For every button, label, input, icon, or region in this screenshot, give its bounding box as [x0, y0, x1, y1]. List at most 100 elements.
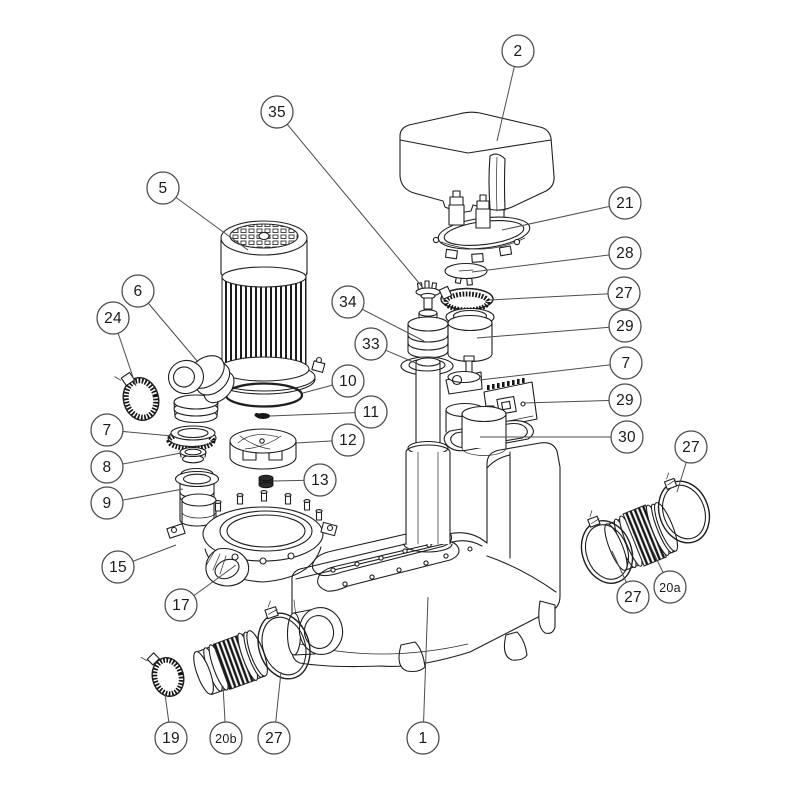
callout-balloon-1	[406, 721, 440, 755]
callout-label-28: 28	[616, 245, 634, 262]
leader-line-29	[476, 325, 626, 339]
leader-line-5	[162, 187, 249, 251]
callout-balloons: 2355624212827297293027343310111213789151…	[90, 34, 708, 755]
callout-label-27: 27	[624, 589, 642, 606]
part-grinder-cap-7	[166, 425, 217, 451]
part-hose-20a	[604, 502, 679, 571]
callout-balloon-27	[616, 580, 650, 614]
callout-label-27: 27	[265, 730, 283, 747]
callout-label-29: 29	[616, 318, 634, 335]
part-vent-valve-35	[415, 280, 441, 314]
part-vent-pipe	[403, 357, 453, 553]
tank-foot	[398, 641, 426, 673]
callout-balloon-29	[608, 383, 642, 417]
callout-label-35: 35	[268, 104, 286, 121]
callout-label-9: 9	[103, 495, 112, 512]
leader-line-35	[276, 111, 425, 290]
callout-label-24: 24	[104, 310, 122, 327]
part-motor	[202, 220, 326, 395]
callout-label-34: 34	[339, 294, 357, 311]
part-clamp-19	[140, 652, 185, 697]
leader-line-11	[269, 411, 372, 417]
part-clamp-27-filter	[432, 285, 494, 313]
callout-balloon-33	[354, 327, 388, 361]
part-clamp-27-outlet	[257, 600, 311, 680]
callout-balloon-15	[101, 550, 135, 584]
part-clamp-27-right-inner	[580, 510, 634, 584]
tank-foot	[503, 631, 528, 661]
part-cap-28	[444, 262, 488, 286]
callout-balloon-35	[260, 95, 294, 129]
part-nut-13	[258, 474, 274, 489]
callout-balloon-11	[354, 395, 388, 429]
callout-balloon-24	[96, 301, 130, 335]
callout-label-19: 19	[162, 730, 180, 747]
leader-line-28	[471, 252, 626, 273]
part-carbon-filter-29	[445, 307, 495, 363]
callout-balloon-13	[303, 463, 337, 497]
callout-balloon-20a	[653, 570, 687, 604]
callout-label-33: 33	[362, 336, 380, 353]
callout-balloon-34	[331, 285, 365, 319]
tank-foot	[538, 600, 556, 634]
callout-label-7: 7	[103, 422, 112, 439]
part-seal-ring-8	[179, 446, 207, 464]
part-elbow	[167, 355, 235, 424]
callout-balloon-27	[607, 276, 641, 310]
callout-balloon-19	[154, 721, 188, 755]
callout-label-13: 13	[311, 472, 329, 489]
part-outlet-elbow-17	[205, 547, 250, 587]
tank-inlet-port	[286, 607, 344, 656]
callout-label-30: 30	[618, 429, 636, 446]
part-pin-11	[254, 413, 270, 419]
callout-balloon-27	[674, 430, 708, 464]
part-pump-housing	[166, 490, 338, 587]
callout-label-6: 6	[134, 283, 143, 300]
callout-label-15: 15	[109, 559, 127, 576]
part-terminal-lid	[432, 190, 531, 263]
part-sleeve-34	[407, 309, 449, 359]
callout-label-20b: 20b	[215, 732, 237, 746]
part-clamp-27-right-outer	[657, 472, 711, 544]
callout-balloon-5	[146, 171, 180, 205]
callout-balloon-27	[257, 721, 291, 755]
callout-balloon-17	[164, 588, 198, 622]
callout-label-27: 27	[682, 439, 700, 456]
callout-label-27: 27	[615, 285, 633, 302]
callout-label-10: 10	[339, 373, 357, 390]
callout-balloon-7	[90, 413, 124, 447]
callout-balloon-30	[610, 420, 644, 454]
callout-label-8: 8	[103, 459, 112, 476]
callout-balloon-29	[608, 309, 642, 343]
callout-label-1: 1	[419, 730, 428, 747]
part-hose-clamp-24	[114, 371, 160, 421]
callout-balloon-28	[608, 236, 642, 270]
callout-balloon-6	[121, 274, 155, 308]
callout-label-12: 12	[339, 432, 357, 449]
callout-balloon-2	[501, 34, 535, 68]
callout-balloon-20b	[209, 721, 243, 755]
leader-line-29	[523, 399, 626, 404]
callout-balloon-9	[90, 486, 124, 520]
callout-balloon-10	[331, 364, 365, 398]
callout-label-11: 11	[363, 404, 380, 421]
leader-line-1	[422, 596, 429, 739]
part-float-7	[445, 355, 483, 395]
part-hose-20b	[193, 630, 268, 696]
part-pressure-chamber-30	[445, 402, 507, 456]
callout-label-7: 7	[622, 355, 631, 372]
callout-balloon-7	[609, 346, 643, 380]
callout-balloon-12	[331, 423, 365, 457]
callout-label-20a: 20a	[659, 581, 681, 595]
housing-bolts	[214, 490, 323, 565]
part-tank	[286, 442, 561, 673]
callout-label-5: 5	[159, 180, 168, 197]
leader-line-27	[489, 292, 625, 301]
callout-balloon-21	[608, 186, 642, 220]
callout-label-17: 17	[172, 597, 190, 614]
callout-label-21: 21	[616, 195, 634, 212]
leader-line-21	[501, 202, 626, 231]
leader-line-7	[479, 362, 627, 381]
callout-label-2: 2	[514, 43, 523, 60]
